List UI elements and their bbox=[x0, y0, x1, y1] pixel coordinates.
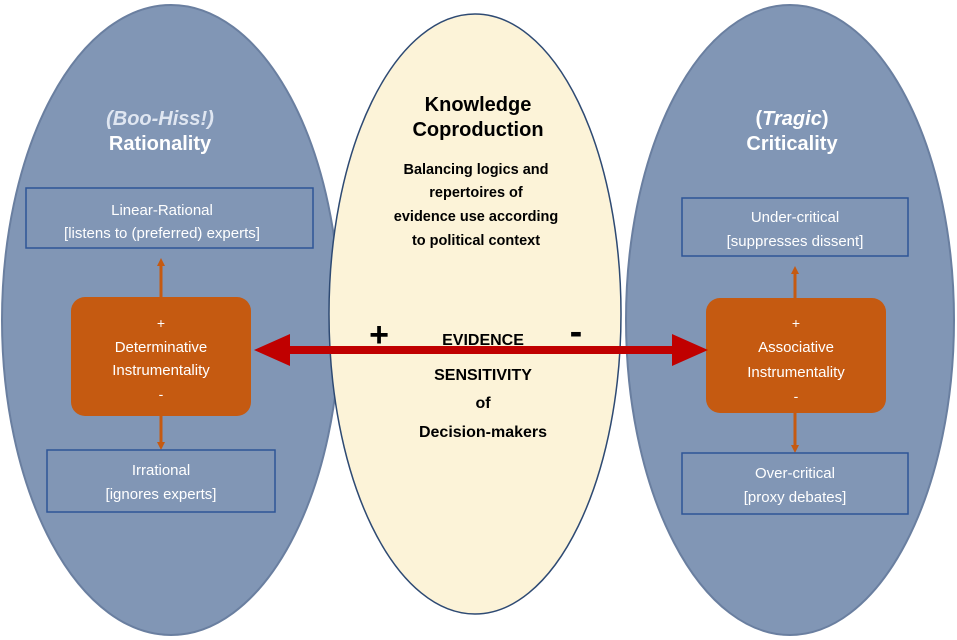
center-desc3: evidence use according bbox=[394, 209, 558, 225]
left-title-italic: (Boo-Hiss!) bbox=[106, 108, 214, 130]
right-top-box bbox=[681, 197, 909, 257]
right-center-box-minus: - bbox=[794, 388, 799, 404]
right-center-box-label2: Instrumentality bbox=[747, 364, 845, 381]
left-center-box-label1: Determinative bbox=[115, 339, 208, 356]
right-title-open: ( bbox=[755, 108, 762, 130]
center-desc1: Balancing logics and bbox=[403, 162, 548, 178]
right-bottom-box-line1: Over-critical bbox=[755, 465, 835, 482]
right-bottom-box-line2: [proxy debates] bbox=[744, 489, 847, 506]
right-center-box-plus: + bbox=[792, 315, 800, 331]
left-bottom-box bbox=[46, 449, 276, 513]
left-title: Rationality bbox=[109, 133, 212, 155]
axis-label-of: of bbox=[475, 395, 491, 412]
left-bottom-box-line1: Irrational bbox=[132, 462, 190, 479]
left-top-box-line2: [listens to (preferred) experts] bbox=[64, 225, 260, 242]
left-top-box-line1: Linear-Rational bbox=[111, 202, 213, 219]
axis-label-evidence: EVIDENCE bbox=[442, 332, 524, 349]
center-desc4: to political context bbox=[412, 233, 540, 249]
right-bottom-box bbox=[681, 452, 909, 515]
center-title1: Knowledge bbox=[425, 94, 532, 116]
right-center-box-label1: Associative bbox=[758, 339, 834, 356]
right-top-box-line1: Under-critical bbox=[751, 209, 839, 226]
right-top-box-line2: [suppresses dissent] bbox=[727, 233, 864, 250]
right-title-close: ) bbox=[822, 108, 829, 130]
axis-minus: - bbox=[570, 311, 583, 353]
axis-plus: + bbox=[369, 316, 389, 354]
center-title2: Coproduction bbox=[412, 119, 543, 141]
left-center-box bbox=[71, 297, 251, 416]
left-center-box-minus: - bbox=[159, 386, 164, 402]
right-center-box bbox=[706, 298, 886, 413]
double-arrow-red-icon bbox=[254, 334, 708, 366]
left-bottom-box-line2: [ignores experts] bbox=[106, 486, 217, 503]
left-center-box-label2: Instrumentality bbox=[112, 362, 210, 379]
right-title-italic: (Tragic) bbox=[755, 108, 828, 130]
left-top-box bbox=[25, 187, 314, 249]
right-title-italic-word: Tragic bbox=[762, 108, 822, 130]
left-center-box-plus: + bbox=[157, 315, 165, 331]
axis-label-sensitivity: SENSITIVITY bbox=[434, 367, 532, 384]
center-ellipse bbox=[328, 13, 622, 615]
axis-label-decision-makers: Decision-makers bbox=[419, 424, 547, 441]
right-title: Criticality bbox=[746, 133, 838, 155]
center-desc2: repertoires of bbox=[429, 185, 523, 201]
